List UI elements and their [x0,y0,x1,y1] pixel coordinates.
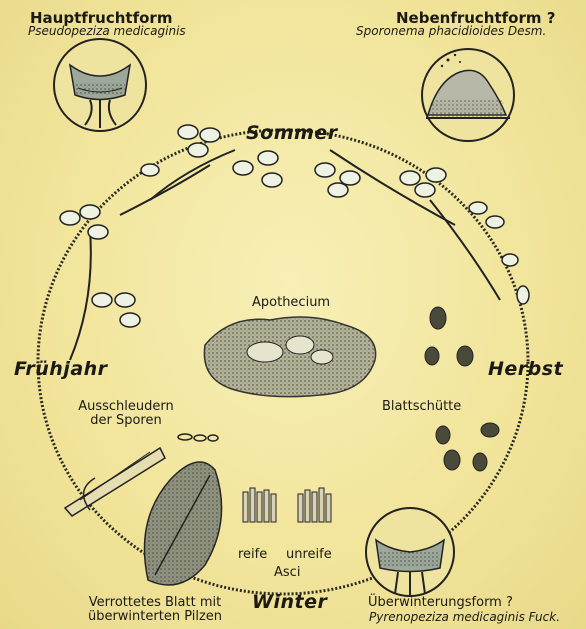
season-autumn: Herbst [488,360,563,380]
season-winter: Winter [252,593,327,613]
autumn-note: Blattschütte [382,400,461,414]
secondary-form-illustration [422,49,514,141]
asci-ripe-label: reife [238,548,267,562]
asci-label: Asci [274,566,300,580]
spring-clover [60,205,140,360]
apothecium-illustration [204,317,375,397]
season-spring: Frühjahr [14,360,108,380]
rotting-leaf-illustration [144,462,221,585]
falling-leaves [425,307,499,471]
spring-note-line1: Ausschleudern [66,400,186,414]
secondary-form-species: Sporonema phacidioides Desm. [356,25,546,38]
winter-form-illustration [366,508,454,596]
primary-form-species: Pseudopeziza medicaginis [28,25,186,38]
leaf-note-line2: überwinterten Pilzen [60,610,250,624]
leaf-note: Verrottetes Blatt mit überwinterten Pilz… [60,596,250,623]
asci-illustration [243,488,331,522]
primary-form-illustration [54,39,146,131]
spring-note: Ausschleudern der Sporen [66,400,186,427]
leaf-note-line1: Verrottetes Blatt mit [60,596,250,610]
apothecium-label: Apothecium [252,296,330,310]
summer-clover-right [315,150,529,304]
season-summer: Sommer [246,124,338,144]
winter-form-species: Pyrenopeziza medicaginis Fuck. [369,611,560,624]
spring-note-line2: der Sporen [66,414,186,428]
winter-form-title: Überwinterungsform ? [368,596,513,610]
asci-unripe-label: unreife [286,548,332,562]
